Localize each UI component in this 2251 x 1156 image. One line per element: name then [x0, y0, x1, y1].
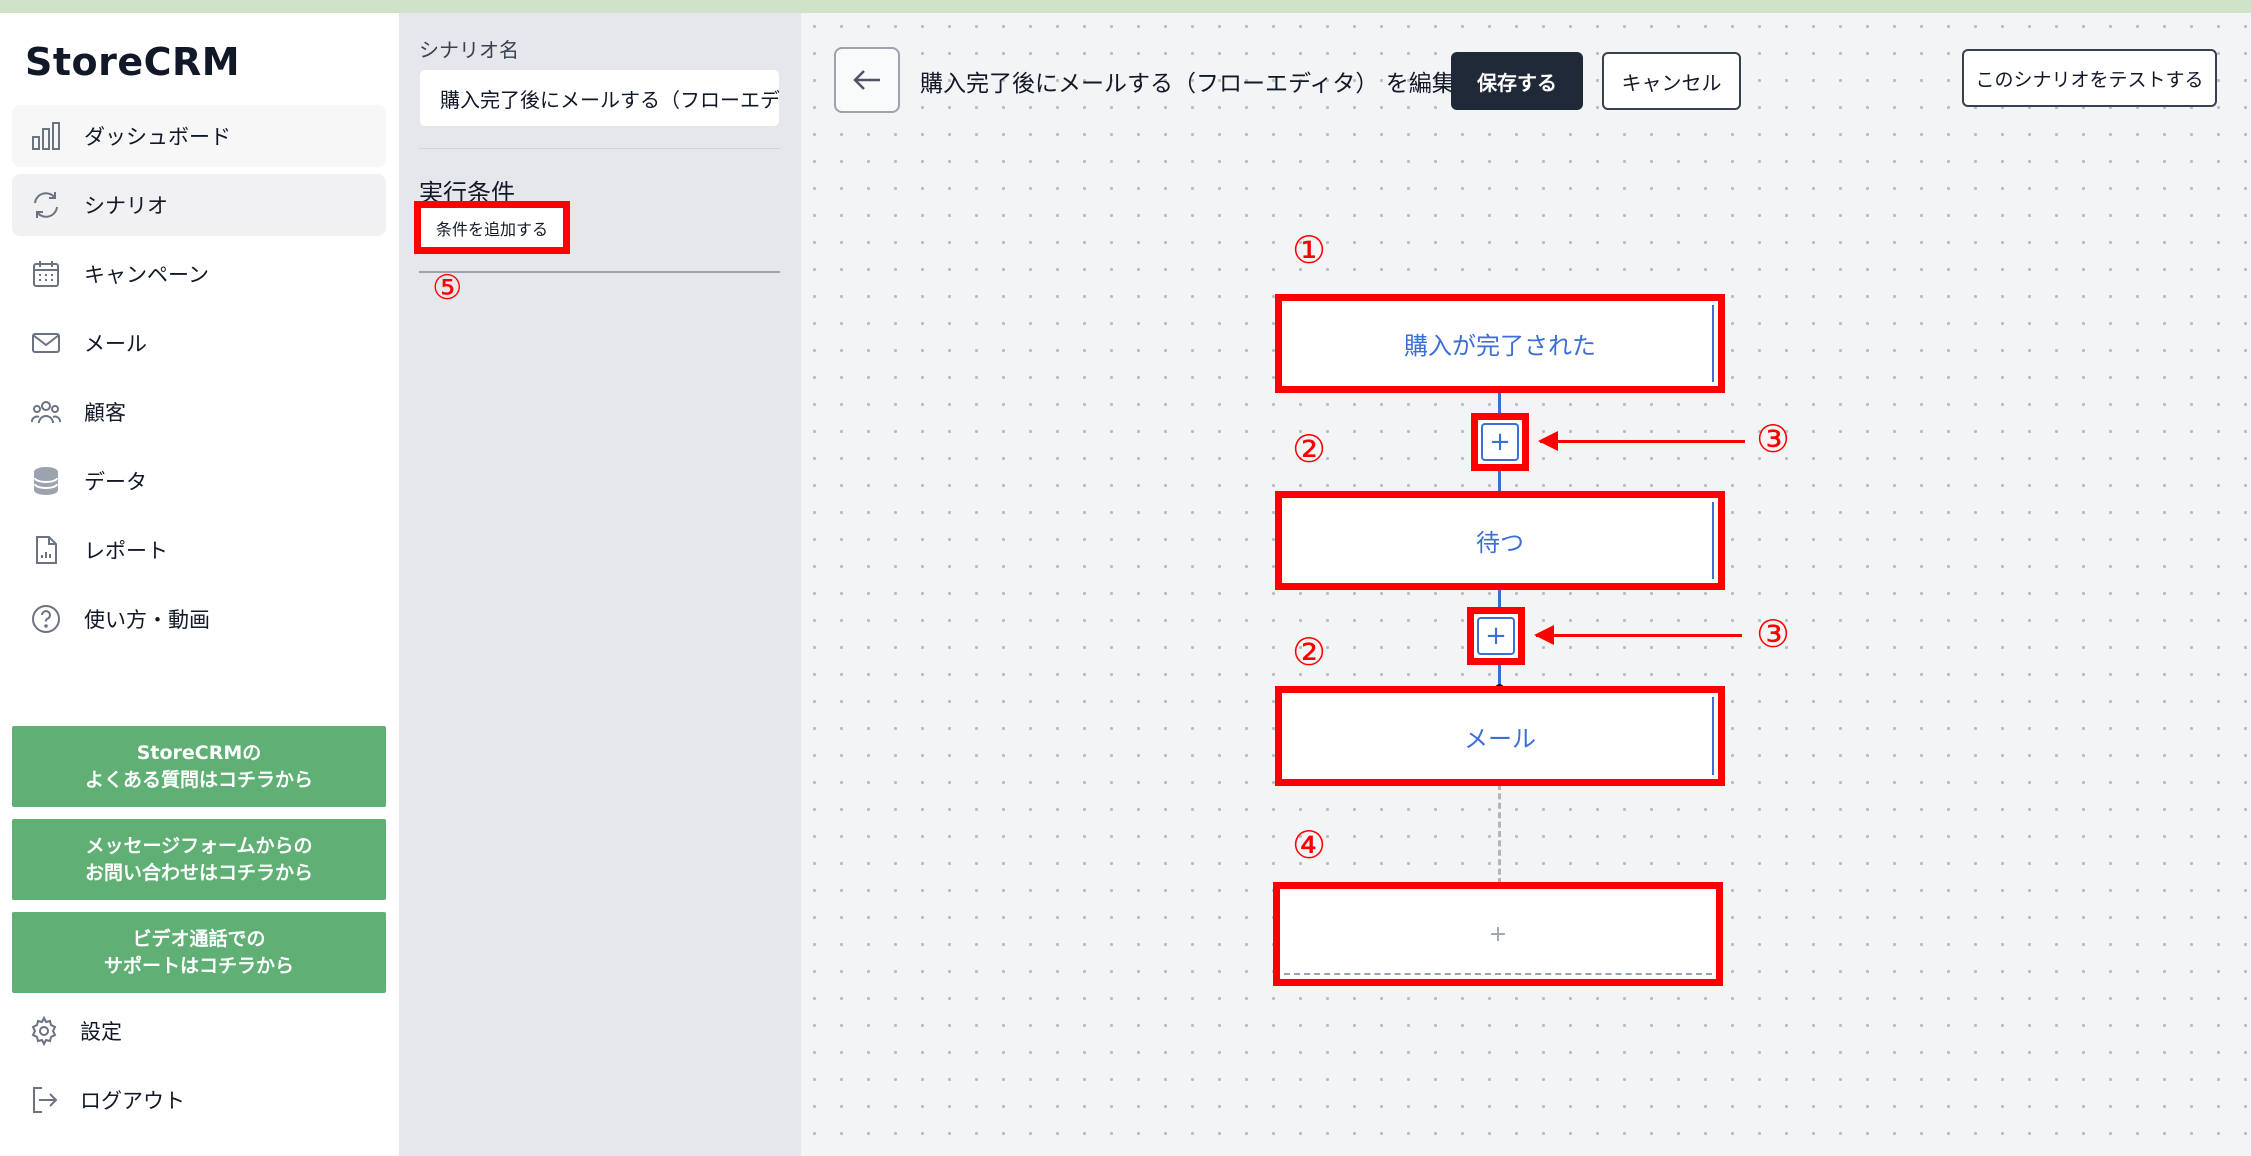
sidebar-item-label: ダッシュボード: [84, 125, 231, 149]
annotation-marker-2: ②: [1292, 630, 1327, 674]
annotation-marker-4: ④: [1292, 823, 1327, 867]
video-support-button-line2: サポートはコチラから: [103, 954, 294, 977]
annotation-arrow: [1538, 431, 1745, 451]
sidebar-item-report[interactable]: レポート: [12, 519, 386, 581]
sidebar-item-label: シナリオ: [84, 194, 168, 218]
sidebar-item-label: 顧客: [84, 401, 126, 425]
brand-logo: StoreCRM: [25, 40, 241, 84]
annotation-marker-3: ③: [1756, 417, 1791, 461]
flow-connector-dashed: [1498, 784, 1501, 884]
settings-label: 設定: [80, 1020, 122, 1044]
sidebar: StoreCRM ダッシュボード シナリオ キャンペーン メール: [0, 13, 399, 1156]
sidebar-item-data[interactable]: データ: [12, 450, 386, 512]
gear-icon: [31, 1015, 57, 1047]
users-icon: [28, 394, 64, 430]
video-support-button[interactable]: ビデオ通話での サポートはコチラから: [12, 912, 386, 993]
flow-node-wait[interactable]: 待つ: [1275, 491, 1725, 590]
sidebar-item-label: 使い方・動画: [84, 608, 210, 632]
contact-form-button[interactable]: メッセージフォームからの お問い合わせはコチラから: [12, 819, 386, 900]
cancel-button[interactable]: キャンセル: [1602, 52, 1741, 110]
scenario-name-label: シナリオ名: [419, 38, 519, 62]
panel-divider: [419, 271, 780, 273]
annotation-arrow: [1534, 625, 1742, 645]
plus-icon: +: [1481, 423, 1519, 461]
add-condition-button[interactable]: 条件を追加する: [414, 201, 570, 254]
annotation-marker-3: ③: [1756, 612, 1791, 656]
contact-form-button-line1: メッセージフォームからの: [85, 834, 313, 857]
top-strip: [0, 0, 2251, 13]
flow-node-label: メール: [1464, 724, 1536, 753]
flow-connector: [1498, 466, 1501, 496]
logout-link[interactable]: ログアウト: [28, 1084, 185, 1116]
flow-node-label: 購入が完了された: [1404, 332, 1596, 360]
flow-node-trigger[interactable]: 購入が完了された: [1275, 294, 1725, 393]
scenario-settings-panel: シナリオ名 購入完了後にメールする（フローエディ 実行条件 条件を追加する ⑤: [399, 13, 801, 1156]
sidebar-item-customers[interactable]: 顧客: [12, 381, 386, 443]
annotation-marker-5: ⑤: [432, 268, 463, 308]
sidebar-nav: ダッシュボード シナリオ キャンペーン メール 顧客: [12, 105, 386, 657]
bar-chart-icon: [28, 118, 64, 154]
report-icon: [28, 532, 64, 568]
empty-node-dashed-border: [1284, 973, 1712, 975]
sidebar-item-dashboard[interactable]: ダッシュボード: [12, 105, 386, 167]
sidebar-item-label: メール: [84, 332, 147, 356]
contact-form-button-line2: お問い合わせはコチラから: [84, 861, 313, 884]
plus-icon: +: [1477, 617, 1515, 655]
video-support-button-line1: ビデオ通話での: [132, 927, 266, 950]
sidebar-item-label: レポート: [84, 539, 168, 563]
help-icon: [28, 601, 64, 637]
annotation-marker-2: ②: [1292, 427, 1327, 471]
faq-button-line2: よくある質問はコチラから: [84, 768, 313, 791]
sidebar-item-mail[interactable]: メール: [12, 312, 386, 374]
add-step-button[interactable]: +: [1467, 607, 1525, 665]
sidebar-item-label: キャンペーン: [84, 263, 209, 287]
empty-node-plus: +: [1488, 921, 1508, 947]
back-button[interactable]: [834, 47, 900, 113]
faq-button-line1: StoreCRMの: [136, 741, 262, 764]
sidebar-item-help[interactable]: 使い方・動画: [12, 588, 386, 650]
annotation-marker-1: ①: [1292, 228, 1327, 272]
add-step-button[interactable]: +: [1471, 413, 1529, 471]
arrow-left-icon: [853, 70, 880, 90]
flow-node-mail[interactable]: メール: [1275, 686, 1725, 786]
database-icon: [28, 463, 64, 499]
settings-link[interactable]: 設定: [28, 1015, 122, 1047]
refresh-icon: [28, 187, 64, 223]
logout-label: ログアウト: [80, 1089, 185, 1113]
flow-node-label: 待つ: [1476, 529, 1524, 557]
sidebar-item-scenario[interactable]: シナリオ: [12, 174, 386, 236]
sidebar-item-campaign[interactable]: キャンペーン: [12, 243, 386, 305]
calendar-icon: [28, 256, 64, 292]
flow-connector: [1498, 661, 1501, 691]
panel-divider: [419, 148, 780, 149]
logout-icon: [33, 1087, 58, 1113]
scenario-name-input[interactable]: 購入完了後にメールする（フローエディ: [419, 69, 780, 127]
mail-icon: [28, 325, 64, 361]
page-title: 購入完了後にメールする（フローエディタ） を編集中: [920, 71, 1478, 97]
save-button[interactable]: 保存する: [1451, 52, 1583, 110]
sidebar-item-label: データ: [84, 470, 147, 494]
test-scenario-button[interactable]: このシナリオをテストする: [1962, 49, 2217, 107]
flow-node-empty[interactable]: +: [1273, 882, 1723, 986]
faq-button[interactable]: StoreCRMの よくある質問はコチラから: [12, 726, 386, 807]
